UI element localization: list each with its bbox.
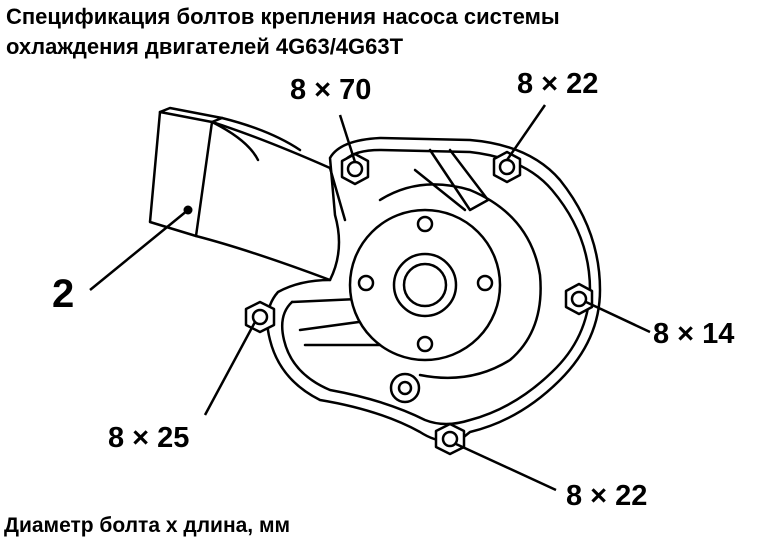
bolt-left (244, 300, 276, 334)
bolt-bottom (434, 422, 466, 456)
leader-line-bottom (455, 442, 557, 492)
bolt-top-right (492, 150, 522, 184)
part-pointer-dot (183, 205, 193, 215)
part-number-label: 2 (52, 272, 75, 316)
bolt-right (564, 282, 594, 316)
leader-line-right (585, 300, 651, 334)
bolt-label-left: 8 × 25 (108, 422, 190, 454)
leader-line-top-left (338, 114, 357, 163)
title-line-2: охлаждения двигателей 4G63/4G63T (6, 34, 404, 59)
bolt-label-top-right: 8 × 22 (517, 68, 599, 100)
pulley-flange (348, 208, 502, 362)
diagram-caption: Диаметр болта х длина, мм (4, 514, 291, 537)
leader-line-top-right (505, 104, 547, 161)
inlet-pipe (148, 106, 347, 282)
bolt-label-bottom: 8 × 22 (566, 480, 648, 512)
housing-lug (389, 372, 421, 404)
bolt-label-right: 8 × 14 (653, 318, 735, 350)
diagram-title: Спецификация болтов крепления насоса сис… (6, 2, 560, 62)
bolt-label-top-left: 8 × 70 (290, 74, 372, 106)
leader-line-left (203, 321, 257, 416)
leader-line-part (89, 209, 189, 291)
title-line-1: Спецификация болтов крепления насоса сис… (6, 4, 560, 29)
